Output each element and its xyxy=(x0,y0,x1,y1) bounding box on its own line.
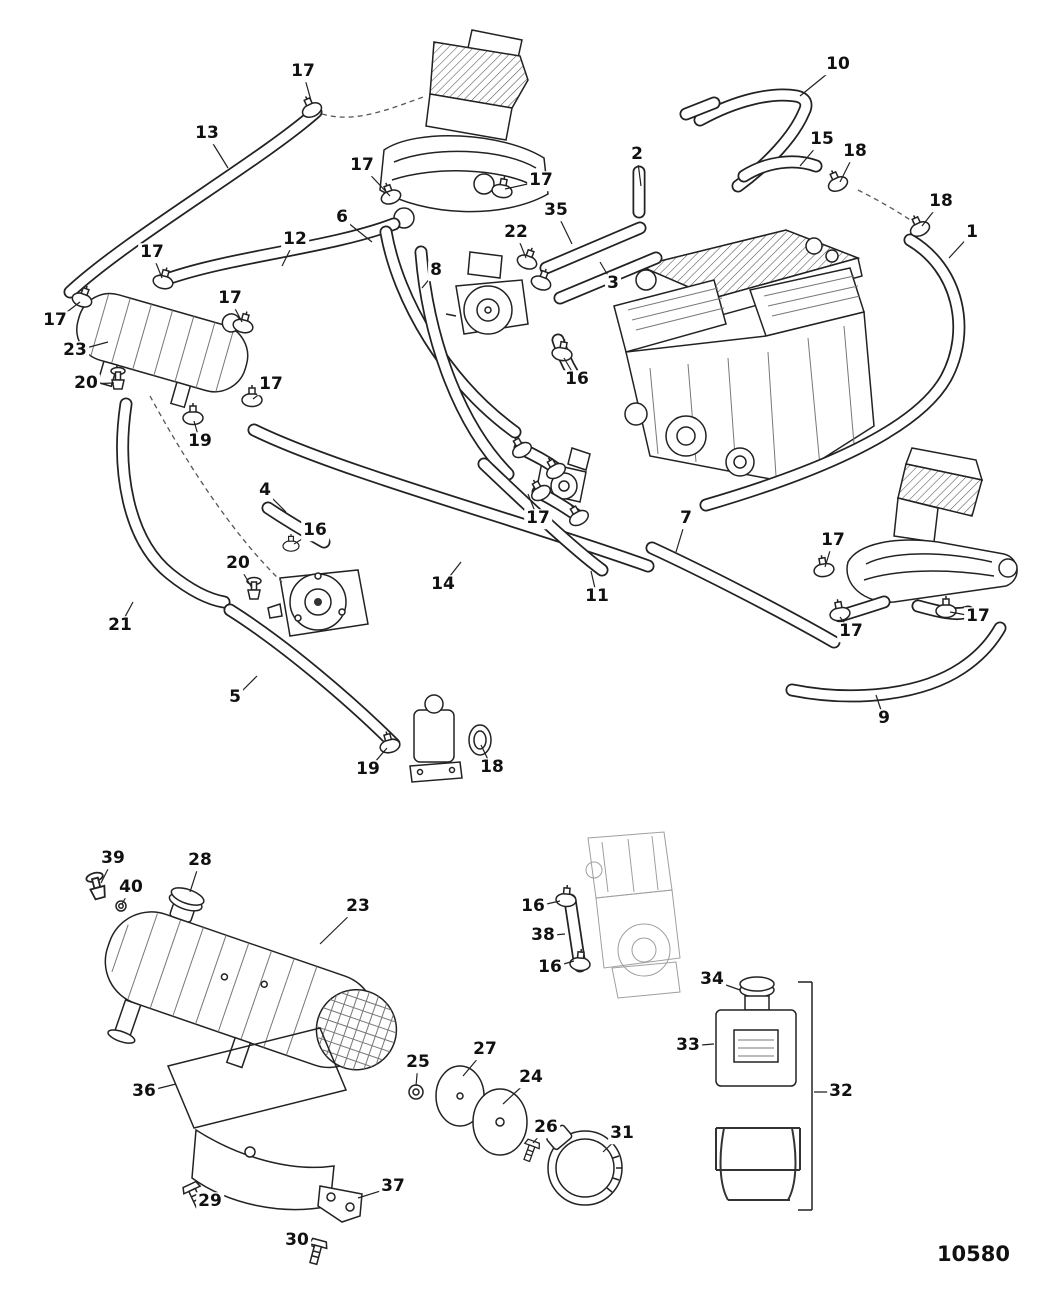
exhaust-manifold-starboard xyxy=(846,447,1018,603)
coolant-reservoir xyxy=(715,976,797,1087)
gasket-plate-36 xyxy=(166,1027,348,1129)
bracket-32-indicator xyxy=(798,981,813,1211)
water-pump xyxy=(267,569,369,637)
deflector-shield xyxy=(191,1128,335,1211)
sealing-washer-40 xyxy=(115,900,127,912)
dashed-guide-2 xyxy=(857,189,917,225)
diagram-number: 10580 xyxy=(936,1242,1010,1266)
engine-fragment xyxy=(585,831,681,999)
engine-assembly xyxy=(613,229,875,483)
circulating-pump xyxy=(445,251,529,335)
drain-petcock-20b xyxy=(246,576,262,600)
dashed-guide-1 xyxy=(321,95,427,118)
exhaust-manifold-port xyxy=(379,29,549,229)
hose-clamps xyxy=(69,91,957,973)
bolt-26 xyxy=(518,1137,542,1164)
hoses xyxy=(63,88,1007,973)
bolt-30 xyxy=(303,1237,329,1267)
reservoir-bracket xyxy=(715,1127,801,1201)
mounting-bracket-37 xyxy=(317,1185,363,1223)
disc-24 xyxy=(472,1088,528,1156)
dashed-guide-3 xyxy=(149,395,283,583)
o-ring-25 xyxy=(408,1084,424,1100)
water-distribution-fitting xyxy=(409,694,492,783)
heat-exchanger-small xyxy=(76,292,249,409)
hose-clamp-large-31 xyxy=(546,1124,623,1206)
drain-petcock-39 xyxy=(84,870,110,902)
heat-exchanger-large xyxy=(104,887,405,1078)
